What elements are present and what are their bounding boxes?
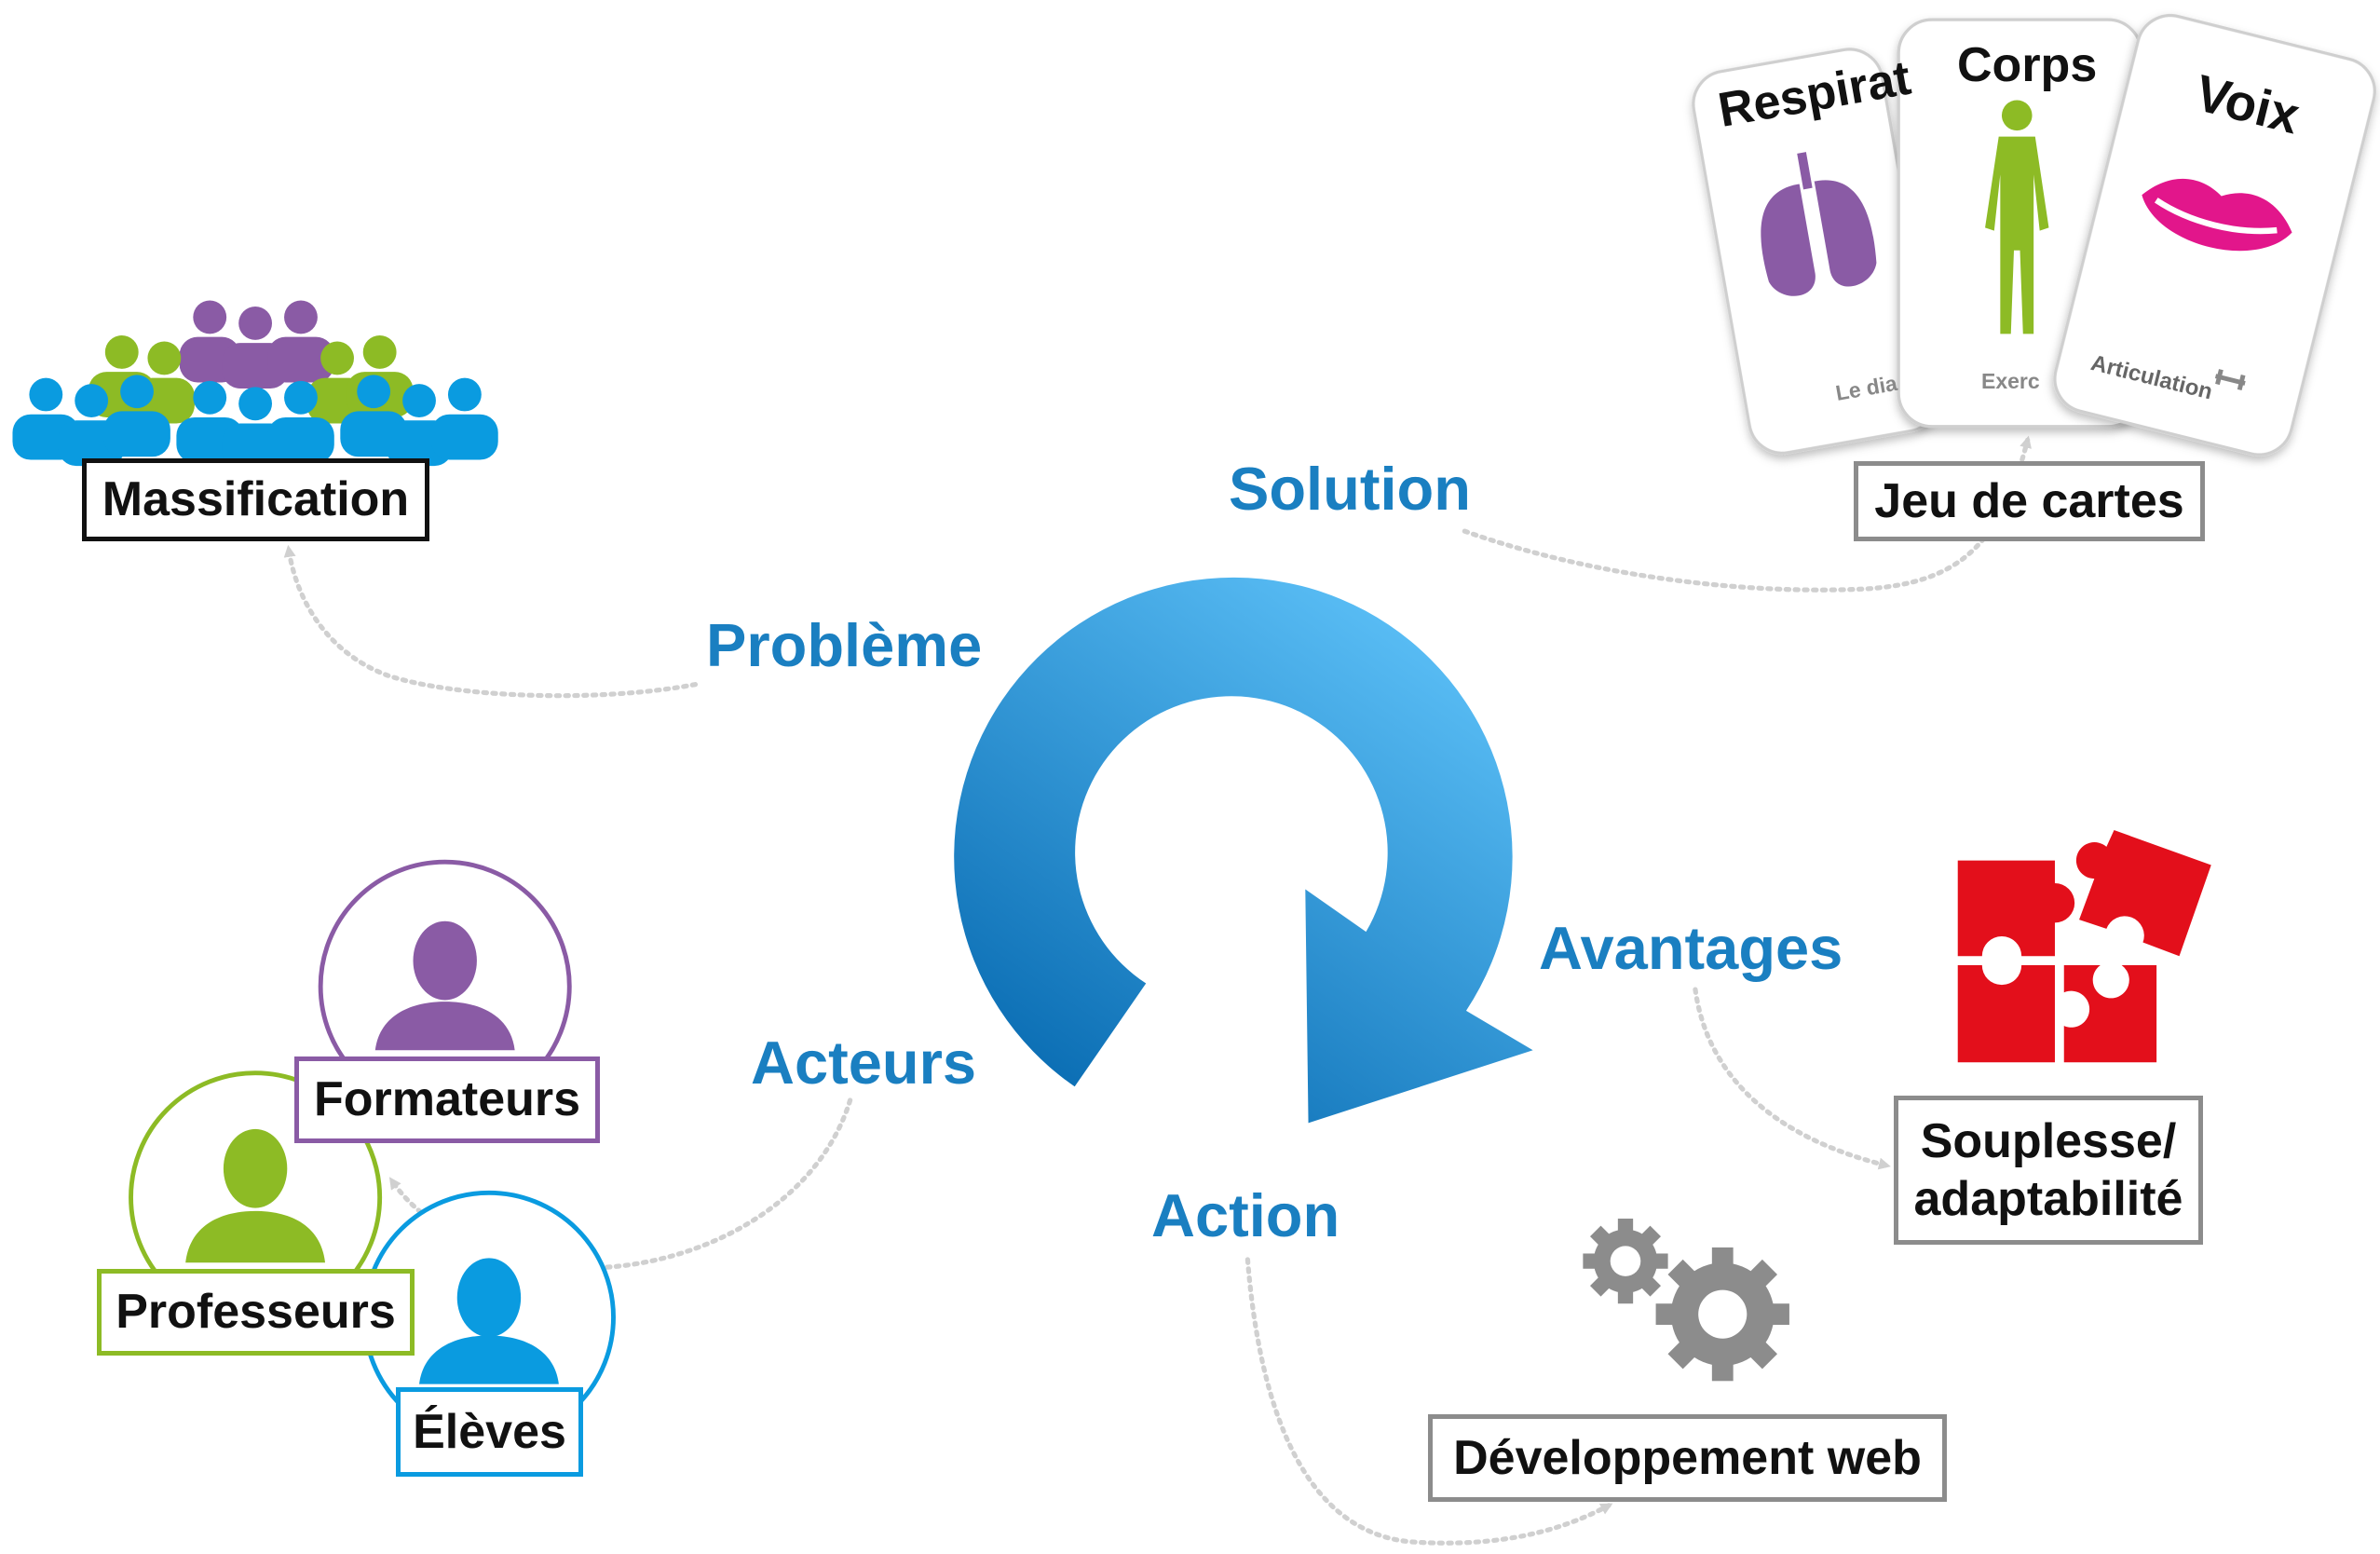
card-voix bbox=[2053, 13, 2376, 457]
box-professeurs-text: Professeurs bbox=[116, 1285, 396, 1340]
label-avantages: Avantages bbox=[1539, 914, 1843, 982]
label-probleme: Problème bbox=[706, 611, 983, 679]
card-corps-title: Corps bbox=[1957, 38, 2098, 92]
cards-group bbox=[1692, 13, 2376, 457]
box-jeu-de-cartes-text: Jeu de cartes bbox=[1874, 473, 2184, 528]
crowd-icon bbox=[12, 300, 498, 470]
formateur-person-icon bbox=[374, 920, 515, 1051]
box-eleves: Élèves bbox=[396, 1387, 583, 1477]
connector-avantages-souplesse bbox=[1693, 987, 1891, 1170]
connector-action-devweb bbox=[1244, 1257, 1613, 1546]
gears-icon bbox=[1583, 1219, 1789, 1382]
box-souplesse: Souplesse/ adaptabilité bbox=[1894, 1096, 2203, 1245]
lips-icon bbox=[2142, 178, 2292, 252]
label-acteurs: Acteurs bbox=[751, 1029, 977, 1097]
box-formateurs-text: Formateurs bbox=[313, 1072, 581, 1127]
cycle-arrow-icon bbox=[954, 577, 1533, 1124]
human-body-icon bbox=[1985, 100, 2049, 334]
box-souplesse-line2: adaptabilité bbox=[1913, 1172, 2183, 1226]
puzzle-icon bbox=[1957, 830, 2211, 1063]
professeur-person-icon bbox=[185, 1128, 326, 1263]
card-respiration bbox=[1692, 48, 1940, 455]
box-massification: Massification bbox=[82, 458, 429, 541]
box-developpement-web-text: Développement web bbox=[1453, 1430, 1922, 1485]
box-jeu-de-cartes: Jeu de cartes bbox=[1854, 461, 2205, 541]
card-corps-caption: Exerc bbox=[1981, 369, 2040, 393]
box-formateurs: Formateurs bbox=[294, 1056, 600, 1143]
eleve-person-icon bbox=[419, 1258, 559, 1384]
large-gear-icon bbox=[1655, 1247, 1789, 1382]
box-professeurs: Professeurs bbox=[97, 1269, 415, 1356]
box-massification-text: Massification bbox=[102, 472, 410, 527]
dumbbell-icon bbox=[2214, 369, 2246, 391]
box-developpement-web: Développement web bbox=[1428, 1414, 1947, 1502]
box-eleves-text: Élèves bbox=[413, 1404, 566, 1459]
label-solution: Solution bbox=[1229, 455, 1471, 523]
connector-probleme-massification bbox=[283, 544, 699, 699]
small-gear-icon bbox=[1583, 1219, 1668, 1304]
label-action: Action bbox=[1151, 1181, 1340, 1249]
lungs-icon bbox=[1761, 152, 1877, 296]
box-souplesse-line1: Souplesse/ bbox=[1920, 1113, 2177, 1168]
